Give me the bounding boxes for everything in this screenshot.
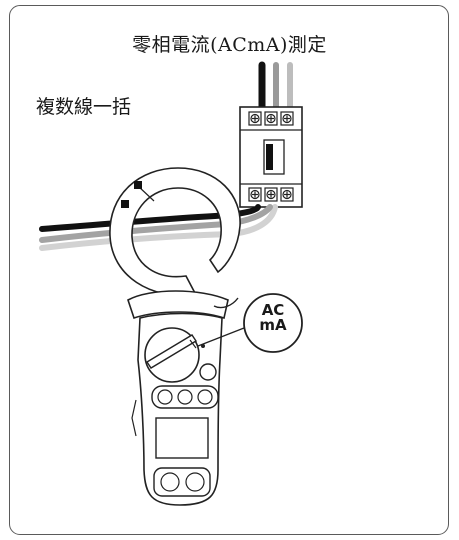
callout-line-ac: AC — [261, 301, 285, 319]
clamp-jaw — [109, 167, 241, 297]
figure-frame — [9, 5, 449, 535]
jaw-marker-top — [134, 181, 142, 189]
jaw-marker-bottom — [121, 200, 129, 208]
function-buttons — [151, 385, 219, 409]
acma-callout-label: AC mA — [250, 303, 296, 333]
breaker-bottom-terminals — [248, 187, 294, 202]
breaker-input-wires — [258, 61, 293, 114]
circuit-breaker — [239, 106, 303, 208]
rotary-dial — [144, 327, 200, 383]
hold-button — [199, 363, 217, 381]
figure-title: 零相電流(ACmA)測定 — [132, 34, 327, 56]
callout-line-ma: mA — [259, 316, 287, 334]
lcd-display — [155, 417, 209, 459]
bundled-wires — [39, 204, 278, 251]
acma-callout-circle — [243, 293, 303, 353]
breaker-top-terminals — [248, 111, 294, 126]
test-lead-jacks — [153, 467, 211, 497]
figure-subtitle: 複数線一括 — [36, 96, 132, 118]
breaker-lever — [263, 139, 285, 175]
clamp-meter-body — [127, 290, 239, 506]
callout-leader — [197, 327, 245, 347]
